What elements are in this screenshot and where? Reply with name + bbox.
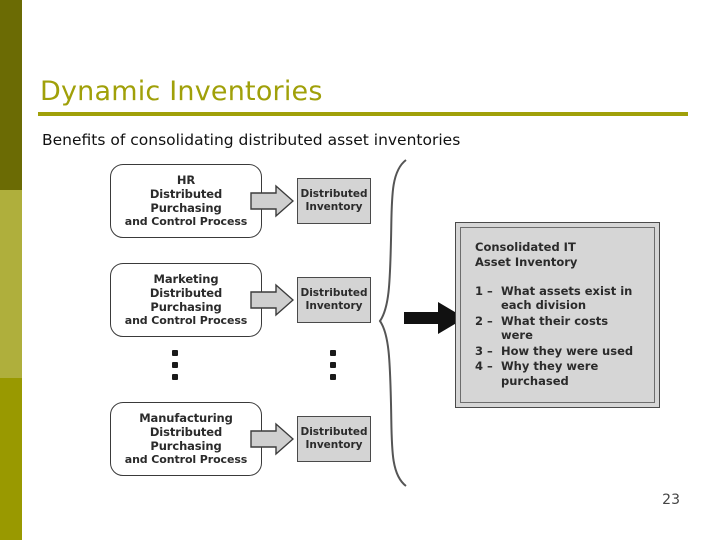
process-box-line: Purchasing (150, 439, 222, 454)
inventory-consolidation-diagram: HR Distributed Purchasing and Control Pr… (0, 150, 720, 500)
list-item-number: 3 – (475, 343, 493, 358)
list-item-text: What their costs were (501, 313, 609, 343)
consolidated-heading-line: Asset Inventory (475, 254, 578, 269)
gray-block-arrow-icon (250, 184, 295, 218)
consolidated-inventory-box: Consolidated IT Asset Inventory 1 – What… (455, 222, 660, 408)
process-box-line: Distributed (149, 425, 223, 440)
gray-block-arrow-icon (250, 283, 295, 317)
list-item-text: What assets exist in each division (501, 283, 633, 313)
vertical-ellipsis-icon (172, 350, 178, 380)
process-box-line: Marketing (153, 272, 219, 287)
process-box-line: HR (176, 173, 196, 188)
list-item-number: 2 – (475, 313, 493, 328)
process-box-hr: HR Distributed Purchasing and Control Pr… (110, 164, 262, 238)
process-box-line: Purchasing (150, 300, 222, 315)
inventory-box-manufacturing: Distributed Inventory (297, 416, 371, 462)
list-item: 3 – How they were used (475, 344, 644, 358)
inventory-box-line: Inventory (305, 300, 363, 312)
list-item-number: 1 – (475, 283, 493, 298)
consolidated-heading-line: Consolidated IT (475, 240, 576, 254)
list-item: 2 – What their costs were (475, 314, 644, 343)
inventory-box-hr: Distributed Inventory (297, 178, 371, 224)
slide-subtitle: Benefits of consolidating distributed as… (42, 131, 461, 149)
list-item-text: Why they were purchased (501, 359, 599, 388)
list-item: 1 – What assets exist in each division (475, 284, 644, 313)
list-item-number: 4 – (475, 359, 493, 374)
process-box-line: and Control Process (124, 314, 248, 328)
consolidated-benefits-list: 1 – What assets exist in each division 2… (475, 284, 644, 388)
slide-title: Dynamic Inventories (40, 76, 323, 107)
process-box-line: Distributed (149, 286, 223, 301)
curly-brace-icon (376, 158, 410, 488)
vertical-ellipsis-icon (330, 350, 336, 380)
inventory-box-line: Inventory (305, 439, 363, 451)
process-box-line: Distributed (149, 187, 223, 202)
sidebar-band-bottom (0, 378, 22, 540)
inventory-box-line: Inventory (305, 201, 363, 213)
list-item: 4 – Why they were purchased (475, 359, 644, 388)
process-box-line: and Control Process (124, 453, 248, 467)
process-box-line: and Control Process (124, 215, 248, 229)
inventory-box-marketing: Distributed Inventory (297, 277, 371, 323)
title-underline-rule (38, 112, 688, 116)
sidebar-band-top (0, 0, 22, 190)
gray-block-arrow-icon (250, 422, 295, 456)
black-arrow-icon (404, 300, 466, 336)
process-box-marketing: Marketing Distributed Purchasing and Con… (110, 263, 262, 337)
page-number: 23 (662, 492, 680, 508)
list-item-text: How they were used (501, 343, 634, 358)
inventory-box-line: Distributed (300, 187, 368, 200)
decorative-sidebar (0, 0, 22, 540)
sidebar-band-middle (0, 190, 22, 378)
process-box-line: Manufacturing (139, 411, 233, 426)
process-box-line: Purchasing (150, 201, 222, 216)
process-box-manufacturing: Manufacturing Distributed Purchasing and… (110, 402, 262, 476)
consolidated-heading: Consolidated IT Asset Inventory (475, 240, 644, 270)
inventory-box-line: Distributed (300, 286, 368, 299)
inventory-box-line: Distributed (300, 425, 368, 438)
